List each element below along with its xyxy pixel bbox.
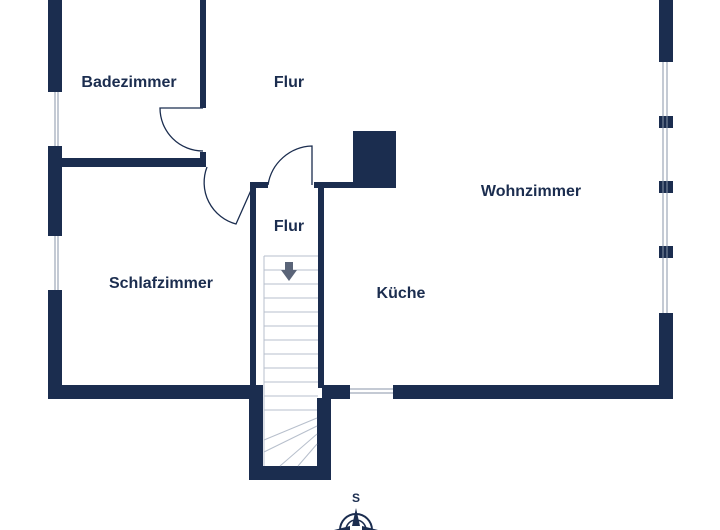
room-label-hallway-lower: Flur (274, 218, 304, 235)
wall-left-top (48, 0, 62, 92)
wall-hall-top-left (250, 182, 268, 188)
wall-bottom-mid (322, 385, 350, 399)
stair-winder (263, 425, 318, 453)
wall-stair-left (249, 385, 263, 480)
wall-hall-right (318, 186, 324, 388)
room-label-living-room: Wohnzimmer (481, 183, 581, 200)
room-label-kitchen: Küche (377, 285, 426, 302)
room-label-bathroom: Badezimmer (81, 74, 176, 91)
room-label-bedroom: Schlafzimmer (109, 275, 213, 292)
wall-bath-bottom (62, 158, 206, 164)
stair-direction-arrow-icon (281, 262, 297, 281)
wall-right-top (659, 0, 673, 62)
wall-bath-corner (200, 152, 206, 167)
wall-bottom-right (393, 385, 673, 399)
wall-bed-top (62, 164, 206, 167)
staircase (263, 255, 318, 467)
compass-rose-icon (334, 508, 378, 530)
wall-left-middle (48, 146, 62, 236)
stair-winder (279, 433, 318, 467)
door-bedroom (203, 166, 253, 225)
wall-bath-right (200, 0, 206, 108)
compass-label: S (352, 491, 360, 505)
wall-hall-top-right (314, 182, 356, 188)
wall-right-pier-1 (659, 116, 673, 128)
doors (159, 107, 313, 225)
wall-right-bottom (659, 313, 673, 399)
chimney (353, 131, 396, 188)
wall-bed-right (250, 182, 256, 388)
stair-winder (263, 417, 318, 441)
wall-right-pier-2 (659, 181, 673, 193)
door-bathroom (159, 107, 204, 152)
wall-stair-right (317, 398, 331, 480)
compass: S (334, 491, 378, 530)
windows (54, 62, 668, 394)
wall-right-pier-3 (659, 246, 673, 258)
wall-stair-bottom (249, 466, 331, 480)
stair-winder (297, 443, 318, 467)
wall-left-bottom (48, 290, 62, 398)
room-label-hallway-upper: Flur (274, 74, 304, 91)
wall-bottom-left (48, 385, 250, 399)
walls (48, 0, 673, 480)
door-hallway (267, 145, 313, 186)
